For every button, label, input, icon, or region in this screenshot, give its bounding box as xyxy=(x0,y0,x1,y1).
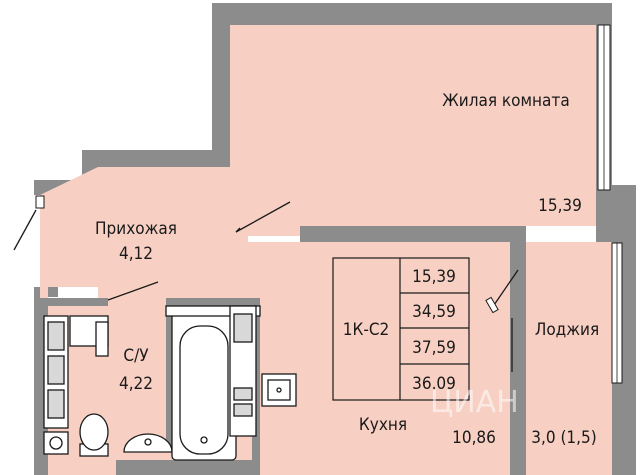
hall-name: Прихожая xyxy=(95,219,177,239)
floor-kitchen xyxy=(248,242,510,475)
bathroom-area: 4,22 xyxy=(119,374,153,394)
partition-bath-top xyxy=(48,298,108,306)
door-living xyxy=(235,201,291,233)
bath-fixtures xyxy=(43,305,297,461)
apartment-type: 1К-С2 xyxy=(343,320,390,340)
floor-hall-main xyxy=(98,195,248,298)
loggia-area: 3,0 (1,5) xyxy=(531,428,596,448)
summary-living-total: 34,59 xyxy=(412,302,456,322)
floor-loggia xyxy=(526,242,612,475)
partition-bath-mid xyxy=(166,298,174,448)
loggia-name: Лоджия xyxy=(535,320,599,340)
door-entry xyxy=(13,209,37,251)
door-bath xyxy=(107,281,159,301)
floor-living xyxy=(230,25,596,236)
partition-bath-top-2 xyxy=(166,298,260,306)
kitchen-sink-icon xyxy=(261,373,297,407)
wall-kitchen-top xyxy=(300,226,526,242)
kitchen-cabinets xyxy=(229,305,257,437)
hall-area: 4,12 xyxy=(119,244,153,264)
bathroom-name: С/У xyxy=(123,346,149,366)
partition-bottom xyxy=(116,460,260,475)
living-room-name: Жилая комната xyxy=(442,91,569,111)
doors xyxy=(13,201,519,372)
wall-living-left xyxy=(212,3,230,153)
summary-table: 1К-С2 15,39 34,59 37,59 36.09 xyxy=(332,257,470,401)
sink-icon xyxy=(123,433,173,453)
kitchen-area: 10,86 xyxy=(452,428,496,448)
windows xyxy=(35,24,623,384)
summary-living-area: 15,39 xyxy=(412,267,456,287)
summary-total-area: 37,59 xyxy=(412,338,456,358)
wall-hall-top xyxy=(82,150,230,167)
wall-loggia-left xyxy=(510,226,526,475)
living-room-area: 15,39 xyxy=(538,196,582,216)
window-hall xyxy=(35,195,45,209)
wall-top xyxy=(212,3,612,25)
bathtub-icon xyxy=(171,309,237,461)
door-loggia xyxy=(491,269,519,309)
room-labels: Жилая комната 15,39 Прихожая 4,12 С/У 4,… xyxy=(95,91,599,448)
kitchen-name: Кухня xyxy=(359,415,407,435)
floor-hall-left xyxy=(40,195,98,287)
bath-top-shelf xyxy=(165,305,261,317)
summary-area-reduced: 36.09 xyxy=(412,374,456,394)
toilet-icon xyxy=(79,413,109,457)
watermark: ЦИАН xyxy=(430,385,519,420)
